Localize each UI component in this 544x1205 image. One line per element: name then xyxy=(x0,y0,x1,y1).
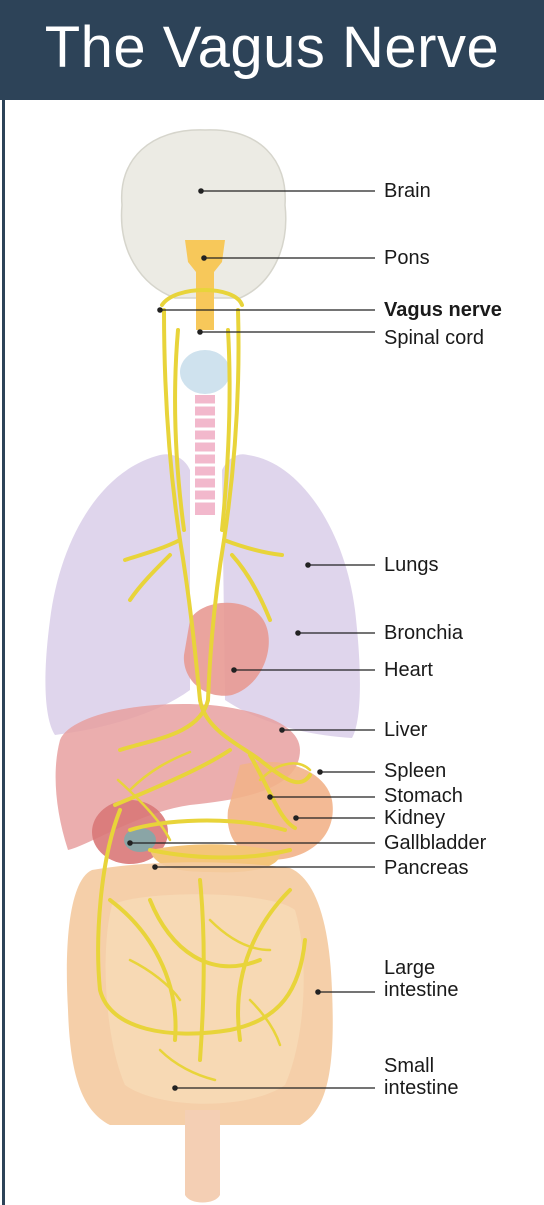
label-pons: Pons xyxy=(384,247,430,269)
label-brain: Brain xyxy=(384,180,431,202)
label-spleen: Spleen xyxy=(384,760,446,782)
label-spinal-cord: Spinal cord xyxy=(384,327,484,349)
vagus-nerve-diagram xyxy=(0,100,544,1205)
right-lung-shape xyxy=(222,454,360,738)
label-large-intestine: Large intestine xyxy=(384,957,459,1001)
trachea xyxy=(195,395,215,515)
label-heart: Heart xyxy=(384,659,433,681)
label-bronchia: Bronchia xyxy=(384,622,463,644)
left-lung-shape xyxy=(45,454,190,735)
label-lungs: Lungs xyxy=(384,554,439,576)
label-vagus-nerve: Vagus nerve xyxy=(384,299,502,321)
label-stomach: Stomach xyxy=(384,785,463,807)
title-banner: The Vagus Nerve xyxy=(0,0,544,100)
label-small-intestine: Small intestine xyxy=(384,1055,459,1099)
page-title: The Vagus Nerve xyxy=(0,0,544,100)
label-gallbladder: Gallbladder xyxy=(384,832,486,854)
rectum-shape xyxy=(185,1110,220,1203)
label-pancreas: Pancreas xyxy=(384,857,469,879)
throat-shape xyxy=(180,350,230,394)
label-kidney: Kidney xyxy=(384,807,445,829)
label-liver: Liver xyxy=(384,719,427,741)
